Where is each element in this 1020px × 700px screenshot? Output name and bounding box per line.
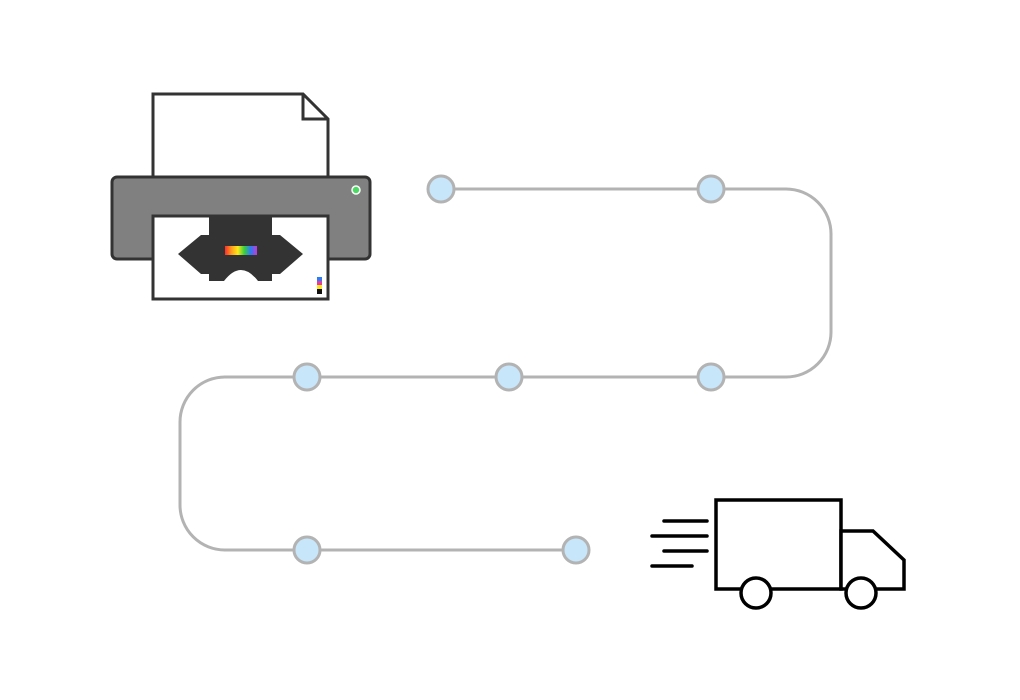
truck-rear-wheel <box>739 576 773 610</box>
route-node-6 <box>292 535 322 565</box>
truck-cargo-box <box>714 498 843 591</box>
route-node-1 <box>426 174 456 204</box>
truck-cab <box>839 529 906 591</box>
delivery-truck-icon <box>650 498 906 610</box>
route-node-5 <box>292 362 322 392</box>
route-node-4 <box>494 362 524 392</box>
color-strip <box>225 246 257 255</box>
route-nodes <box>292 174 726 565</box>
status-led-icon <box>351 185 361 195</box>
route-node-2 <box>696 174 726 204</box>
paper-fold-corner <box>301 94 328 121</box>
route-node-7 <box>561 535 591 565</box>
route-node-3 <box>696 362 726 392</box>
printer-icon <box>110 92 372 301</box>
truck-front-wheel <box>844 576 878 610</box>
ink-level-icon <box>317 277 322 294</box>
